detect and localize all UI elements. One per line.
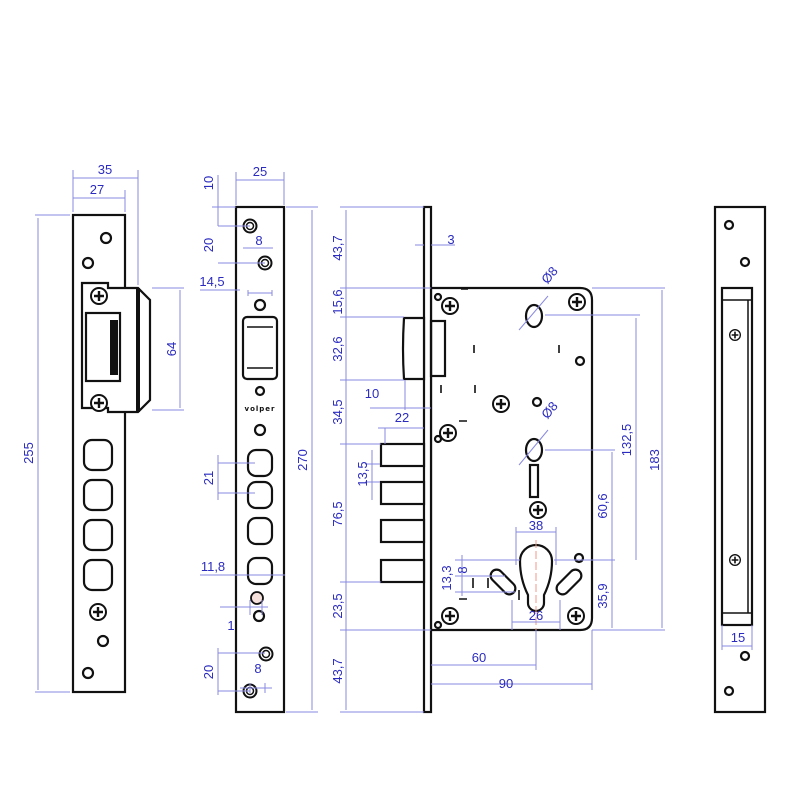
hole <box>723 685 735 697</box>
dim-faceplate-hole-offset-top: 8 <box>255 233 262 248</box>
strike-slot <box>110 320 118 375</box>
dim-183: 183 <box>647 449 662 471</box>
bolt-opening <box>82 558 114 592</box>
keeper-channel <box>720 286 754 627</box>
dead-bolt <box>379 442 426 468</box>
hole <box>254 385 266 397</box>
screw-icon <box>440 606 460 626</box>
dim-faceplate-hole-spacing-bottom: 20 <box>201 665 216 679</box>
dim-23-5: 23,5 <box>330 593 345 618</box>
strike-opening <box>84 311 122 383</box>
dim-faceplate-width: 25 <box>253 164 267 179</box>
bolt-opening <box>246 480 274 510</box>
dim-strike-height: 255 <box>21 442 36 464</box>
lock-case <box>429 286 594 632</box>
dim-bolt-projection: 22 <box>395 410 409 425</box>
dim-bolts: 76,5 <box>330 501 345 526</box>
latch-bolt <box>401 316 426 381</box>
screw-icon <box>88 602 108 622</box>
dim-faceplate-opening-spacing: 21 <box>201 471 216 485</box>
screw-icon <box>440 296 460 316</box>
faceplate-body <box>234 205 286 714</box>
dim-faceplate-top-offset: 10 <box>201 176 216 190</box>
dim-latch-projection: 10 <box>365 386 379 401</box>
bolt-opening <box>82 438 114 472</box>
dim-faceplate-opening-width: 11,8 <box>201 559 225 574</box>
dim-35-9: 35,9 <box>595 583 610 608</box>
dim-60-6: 60,6 <box>595 493 610 518</box>
latch-housing <box>429 319 447 378</box>
dim-depth: 90 <box>499 676 513 691</box>
screw-icon <box>728 328 742 342</box>
torx-screw-icon <box>253 298 267 312</box>
strike-plate: 35 27 64 255 <box>21 162 184 694</box>
dead-bolt <box>379 518 426 544</box>
hole <box>258 646 274 662</box>
latch-opening <box>241 315 279 381</box>
lock-body: 43,7 3 15,6 32,6 10 34,5 22 13,5 76,5 23… <box>330 205 665 714</box>
dim-faceplate-hole-offset-bottom: 8 <box>254 661 261 676</box>
follower-hole-mid <box>524 437 544 463</box>
dim-cylinder-width: 38 <box>529 518 543 533</box>
dead-bolt <box>379 558 426 584</box>
hole <box>99 231 113 245</box>
dim-latch: 32,6 <box>330 336 345 361</box>
screw-icon <box>89 286 109 306</box>
bolt-opening <box>246 516 274 546</box>
dim-13-3: 13,3 <box>439 565 454 590</box>
keeper-body <box>713 205 767 714</box>
bolt-opening <box>82 518 114 552</box>
dim-faceplate-hole-spacing-top: 20 <box>201 238 216 252</box>
torx-screw-icon <box>252 609 266 623</box>
dim-faceplate-offset: 1 <box>227 618 234 633</box>
dim-34-5: 34,5 <box>330 399 345 424</box>
hole <box>96 634 110 648</box>
follower-hole-top <box>524 303 544 329</box>
hole <box>739 650 751 662</box>
faceplate: volper 25 10 20 8 14,5 21 11,8 1 20 8 27… <box>199 164 318 714</box>
dim-backset: 60 <box>472 650 486 665</box>
screw-icon <box>528 500 548 520</box>
dim-plate-thickness: 3 <box>447 232 454 247</box>
dim-strike-width-plate: 27 <box>90 182 104 197</box>
brand-label: volper <box>245 405 276 413</box>
screw-icon <box>728 553 742 567</box>
dead-bolt <box>379 480 426 506</box>
hole <box>723 219 735 231</box>
slot <box>528 463 540 499</box>
dim-hole-top-diameter: Ø8 <box>538 264 561 287</box>
hole <box>81 256 95 270</box>
screw-icon <box>491 394 511 414</box>
dim-8: 8 <box>455 566 470 573</box>
dim-lock-bottom: 43,7 <box>330 658 345 683</box>
dim-strike-hook-height: 64 <box>164 342 179 356</box>
dim-strike-width-total: 35 <box>98 162 112 177</box>
torx-screw-icon <box>253 423 267 437</box>
dim-faceplate-height: 270 <box>295 449 310 471</box>
bolt-opening <box>82 478 114 512</box>
screw-icon <box>438 423 458 443</box>
dim-faceplate-latch-width: 14,5 <box>199 274 224 289</box>
bolt-opening <box>246 556 274 586</box>
screw-icon <box>89 393 109 413</box>
dim-cylinder-bottom: 26 <box>529 608 543 623</box>
dim-keeper-width: 15 <box>731 630 745 645</box>
screw-icon <box>567 292 587 312</box>
dim-132-5: 132,5 <box>619 424 634 457</box>
dim-15-6: 15,6 <box>330 289 345 314</box>
hole <box>81 666 95 680</box>
hole <box>250 591 264 605</box>
keeper-plate: 15 <box>713 205 767 714</box>
dim-bolt-spacing: 13,5 <box>355 461 370 486</box>
dim-lock-top: 43,7 <box>330 235 345 260</box>
screw-icon <box>566 606 586 626</box>
hole <box>739 256 751 268</box>
